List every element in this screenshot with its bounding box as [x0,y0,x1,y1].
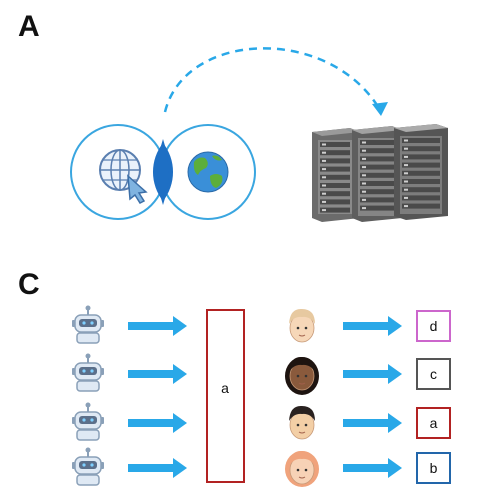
server-led [404,155,408,158]
server-slot [360,189,394,195]
server-slot [360,164,394,170]
server-rack-icon [312,124,448,222]
server-led [322,176,326,179]
server-slot [360,148,394,154]
server-slot [402,179,440,184]
person-arrow [343,458,402,478]
server-led [362,174,366,177]
answer-box-label: b [430,460,438,476]
robot-arrow [128,413,187,433]
robot-arrow [128,316,187,336]
server-led [404,139,408,142]
robot-icon [72,305,104,344]
dashed-arrow-head [372,102,388,116]
answer-box: b [416,452,451,484]
server-slot [320,199,350,205]
person-arrow [343,316,402,336]
server-led [322,168,326,171]
server-slot [320,191,350,197]
server-led [362,166,366,169]
server-led [404,147,408,150]
server-led [404,205,408,208]
answer-box: d [416,310,451,342]
server-led [404,172,408,175]
server-slot [402,187,440,193]
server-slot [402,195,440,201]
top-diagram [70,47,448,222]
server-led [322,209,326,212]
server-led [404,196,408,199]
server-led [322,159,326,162]
person-blond-man-icon [289,308,315,343]
panel-label-a: A [18,10,40,43]
server-led [322,192,326,195]
answer-box: c [416,358,451,390]
server-slot [360,205,394,211]
person-dark-woman-icon [285,356,319,395]
server-led [404,164,408,167]
answer-box-label: d [430,318,438,334]
server-led [322,200,326,203]
robot-arrow [128,364,187,384]
server-led [362,141,366,144]
server-led [322,151,326,154]
person-arrow [343,364,402,384]
server-led [362,207,366,210]
answer-box-label: c [430,366,437,382]
server-slot [360,197,394,203]
server-slot [402,146,440,152]
robot-icon [72,353,104,392]
server-slot [360,156,394,162]
server-slot [402,203,440,209]
server-slot [320,158,350,164]
server-slot [402,138,440,143]
server-led [322,143,326,146]
server-slot [402,154,440,160]
server-slot [320,174,350,180]
server-slot [360,172,394,178]
server-led [322,184,326,187]
answer-box-label: a [430,415,438,431]
robot-icon [72,447,104,486]
server-slot [402,162,440,168]
server-slot [360,140,394,145]
server-led [362,157,366,160]
globe-search-icon [99,149,148,204]
server-slot [320,183,350,188]
panel-label-c: C [18,268,40,301]
dashed-curved-arrow [163,47,382,113]
server-led [362,149,366,152]
robot-icon [72,402,104,441]
server-led [404,188,408,191]
server-slot [320,150,350,156]
person-arrow [343,413,402,433]
server-led [362,198,366,201]
server-slot [402,170,440,176]
person-redhead-woman-icon [285,450,319,487]
server-slot [320,207,350,213]
server-slot [360,181,394,186]
earth-globe-icon [187,151,229,193]
server-led [362,190,366,193]
answer-box: a [416,407,451,439]
server-slot [320,166,350,172]
shared-answer-label: a [221,380,229,396]
server-led [362,182,366,185]
server-led [404,180,408,183]
server-slot [320,142,350,147]
robot-arrow [128,458,187,478]
person-dark-hair-man-icon [289,405,315,440]
shared-answer-box [206,309,245,483]
bottom-diagram: a d c a b [72,305,451,487]
